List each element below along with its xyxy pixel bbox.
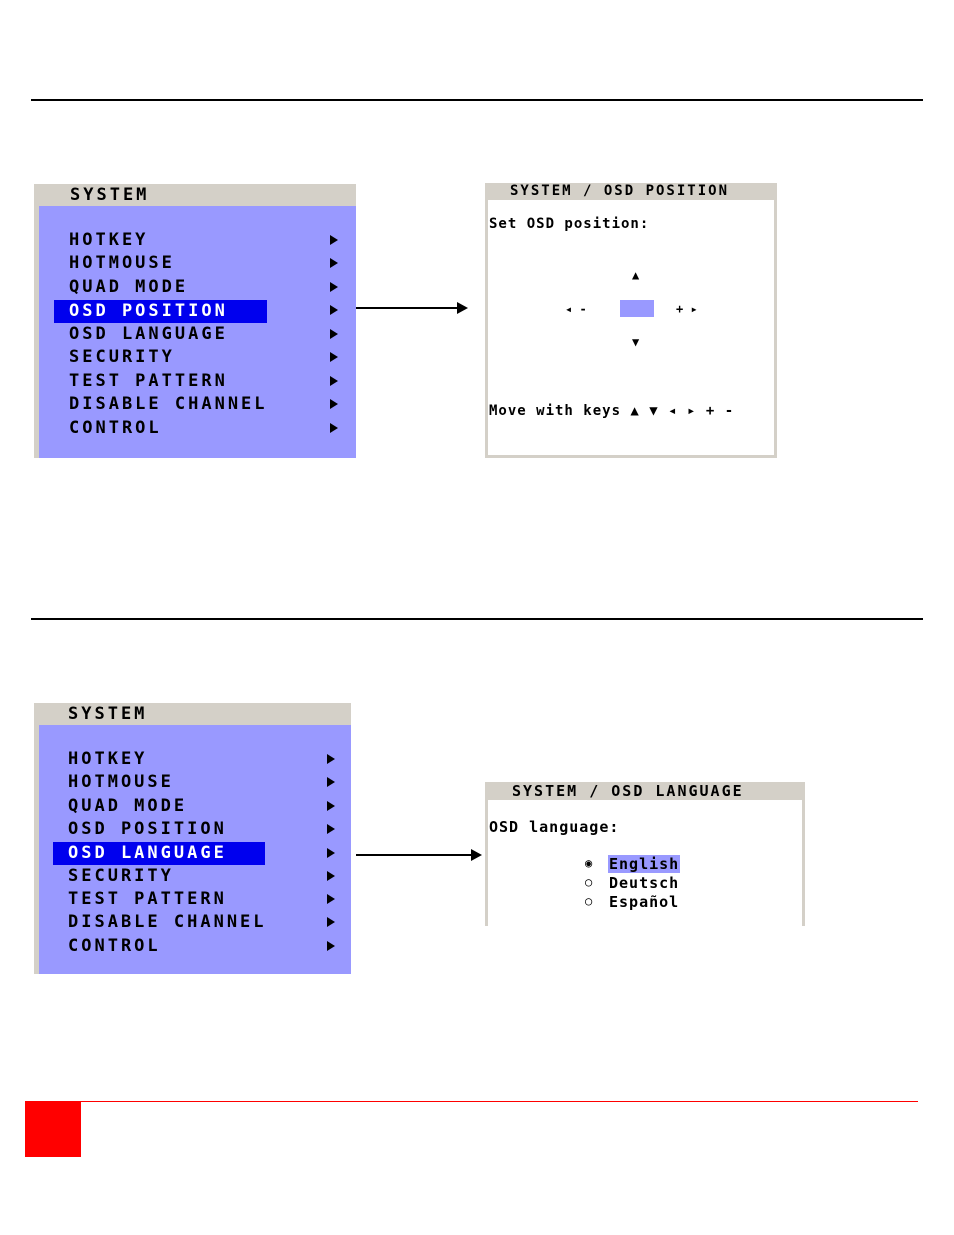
menu-item-osd-position[interactable]: OSD POSITION xyxy=(68,819,227,839)
connector-arrow-icon xyxy=(356,302,468,314)
menu-item-quad-mode[interactable]: QUAD MODE xyxy=(69,277,189,297)
submenu-arrow-icon xyxy=(327,941,335,951)
submenu-arrow-icon xyxy=(330,352,338,362)
system-menu-language: SYSTEM HOTKEY HOTMOUSE QUAD MODE OSD POS… xyxy=(34,703,351,974)
down-arrow-icon[interactable]: ▼ xyxy=(632,335,640,349)
submenu-arrow-icon xyxy=(330,376,338,386)
menu-item-hotmouse[interactable]: HOTMOUSE xyxy=(68,772,174,792)
up-arrow-icon[interactable]: ▲ xyxy=(632,268,640,282)
menu-item-test-pattern[interactable]: TEST PATTERN xyxy=(68,889,227,909)
position-prompt: Set OSD position: xyxy=(489,216,650,232)
submenu-arrow-icon xyxy=(330,305,338,315)
submenu-arrow-icon xyxy=(330,258,338,268)
radio-unselected-icon[interactable]: ○ xyxy=(585,894,593,908)
language-prompt: OSD language: xyxy=(489,818,620,836)
menu-item-osd-language[interactable]: OSD LANGUAGE xyxy=(69,324,228,344)
menu-item-test-pattern[interactable]: TEST PATTERN xyxy=(69,371,228,391)
page-number-block xyxy=(25,1101,81,1157)
submenu-arrow-icon xyxy=(330,282,338,292)
osd-language-dialog: SYSTEM / OSD LANGUAGE OSD language: ◉ En… xyxy=(485,782,805,926)
submenu-arrow-icon xyxy=(327,777,335,787)
language-option-espanol[interactable]: Español xyxy=(609,893,680,911)
menu-item-control[interactable]: CONTROL xyxy=(68,936,161,956)
menu-item-hotkey[interactable]: HOTKEY xyxy=(68,749,148,769)
footer-rule xyxy=(81,1101,918,1102)
menu-item-osd-position[interactable]: OSD POSITION xyxy=(54,300,267,323)
menu-item-security[interactable]: SECURITY xyxy=(69,347,175,367)
submenu-arrow-icon xyxy=(330,329,338,339)
right-plus-control[interactable]: + ▸ xyxy=(676,302,698,316)
submenu-arrow-icon xyxy=(327,824,335,834)
left-minus-control[interactable]: ◂ - xyxy=(565,302,587,316)
menu-item-disable-channel[interactable]: DISABLE CHANNEL xyxy=(69,394,268,414)
submenu-arrow-icon xyxy=(327,754,335,764)
connector-arrow-icon xyxy=(356,849,482,861)
language-option-english[interactable]: English xyxy=(608,855,681,873)
menu-item-hotmouse[interactable]: HOTMOUSE xyxy=(69,253,175,273)
submenu-arrow-icon xyxy=(330,423,338,433)
menu-item-quad-mode[interactable]: QUAD MODE xyxy=(68,796,188,816)
submenu-arrow-icon xyxy=(330,235,338,245)
osd-position-indicator xyxy=(620,300,654,317)
language-option-deutsch[interactable]: Deutsch xyxy=(609,874,680,892)
system-menu-position: SYSTEM HOTKEY HOTMOUSE QUAD MODE OSD POS… xyxy=(34,184,356,458)
osd-position-dialog: SYSTEM / OSD POSITION Set OSD position: … xyxy=(485,183,777,458)
submenu-arrow-icon xyxy=(330,399,338,409)
section-divider-top xyxy=(31,99,923,101)
submenu-arrow-icon xyxy=(327,917,335,927)
menu-item-security[interactable]: SECURITY xyxy=(68,866,174,886)
menu-title: SYSTEM xyxy=(39,703,351,725)
submenu-arrow-icon xyxy=(327,871,335,881)
menu-item-disable-channel[interactable]: DISABLE CHANNEL xyxy=(68,912,267,932)
menu-item-osd-language[interactable]: OSD LANGUAGE xyxy=(53,842,265,865)
radio-selected-icon[interactable]: ◉ xyxy=(585,856,593,870)
position-instructions: Move with keys ▲ ▼ ◂ ▸ + - xyxy=(489,403,735,419)
menu-title: SYSTEM xyxy=(39,184,356,206)
submenu-arrow-icon xyxy=(327,848,335,858)
submenu-arrow-icon xyxy=(327,894,335,904)
menu-item-control[interactable]: CONTROL xyxy=(69,418,162,438)
dialog-title: SYSTEM / OSD LANGUAGE xyxy=(488,782,802,800)
menu-item-hotkey[interactable]: HOTKEY xyxy=(69,230,149,250)
radio-unselected-icon[interactable]: ○ xyxy=(585,875,593,889)
submenu-arrow-icon xyxy=(327,801,335,811)
section-divider-middle xyxy=(31,618,923,620)
dialog-title: SYSTEM / OSD POSITION xyxy=(488,183,774,200)
